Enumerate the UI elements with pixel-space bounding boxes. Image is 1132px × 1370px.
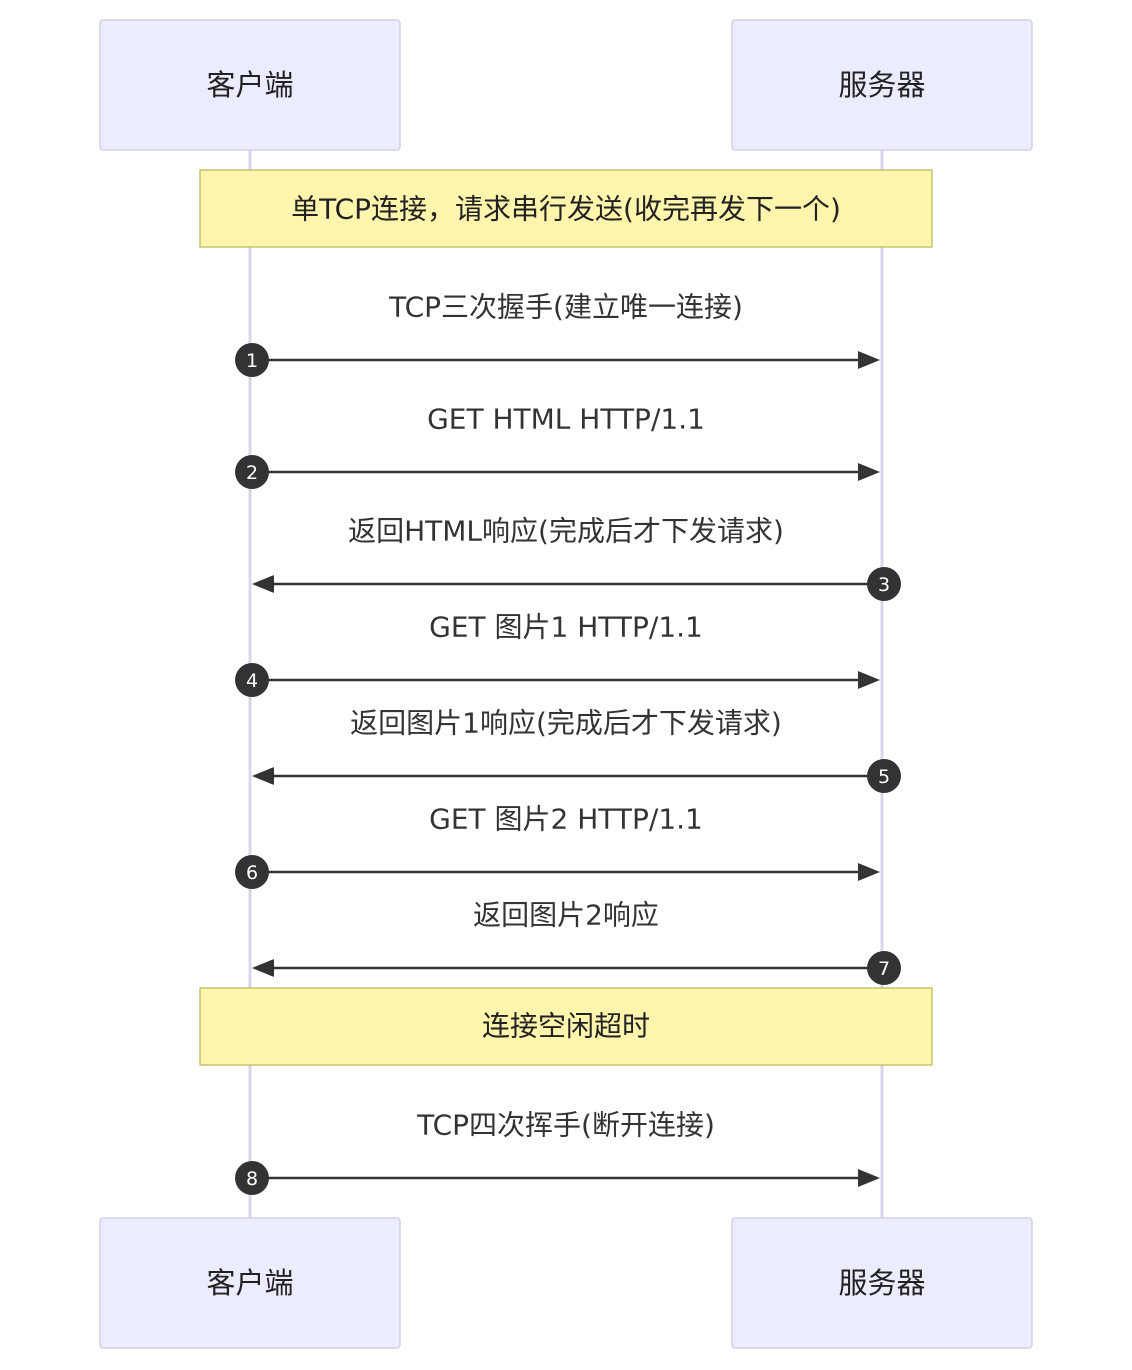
actor-server-top-label: 服务器	[838, 68, 925, 102]
actor-client-bottom-label: 客户端	[206, 1266, 293, 1300]
sequence-number-badge	[235, 855, 269, 889]
message-5: 返回图片1响应(完成后才下发请求) 5	[252, 707, 901, 793]
message-6: GET 图片2 HTTP/1.1 6	[235, 803, 880, 889]
sequence-number: 8	[246, 1168, 258, 1190]
actor-server-bottom-label: 服务器	[838, 1266, 925, 1300]
actor-server-bottom: 服务器	[731, 1217, 1033, 1349]
arrow-head-icon	[858, 1169, 880, 1187]
arrow-head-icon	[252, 959, 274, 977]
note-idle-timeout-text: 连接空闲超时	[482, 1010, 650, 1043]
sequence-number-badge	[867, 567, 901, 601]
message-label: GET 图片1 HTTP/1.1	[429, 611, 703, 644]
message-label: 返回HTML响应(完成后才下发请求)	[348, 515, 784, 548]
sequence-number-badge	[235, 343, 269, 377]
message-7: 返回图片2响应 7	[252, 899, 901, 985]
actor-client-top-label: 客户端	[206, 68, 293, 102]
sequence-number: 2	[246, 462, 258, 484]
actor-client-bottom: 客户端	[99, 1217, 401, 1349]
message-4: GET 图片1 HTTP/1.1 4	[235, 611, 880, 697]
message-label: 返回图片2响应	[473, 899, 659, 932]
message-3: 返回HTML响应(完成后才下发请求) 3	[252, 515, 901, 601]
sequence-number-badge	[235, 663, 269, 697]
sequence-number: 6	[246, 862, 258, 884]
note-serial-requests-text: 单TCP连接，请求串行发送(收完再发下一个)	[291, 193, 841, 226]
actor-client-top: 客户端	[99, 19, 401, 151]
arrow-head-icon	[858, 463, 880, 481]
sequence-number: 5	[878, 766, 890, 788]
message-8: TCP四次挥手(断开连接) 8	[235, 1109, 880, 1195]
arrow-head-icon	[858, 863, 880, 881]
sequence-number: 3	[878, 574, 890, 596]
sequence-number: 1	[246, 350, 258, 372]
sequence-number: 7	[878, 958, 890, 980]
message-label: GET 图片2 HTTP/1.1	[429, 803, 703, 836]
note-idle-timeout: 连接空闲超时	[199, 987, 933, 1066]
message-2: GET HTML HTTP/1.1 2	[235, 403, 880, 489]
message-label: TCP四次挥手(断开连接)	[416, 1109, 715, 1142]
actor-server-top: 服务器	[731, 19, 1033, 151]
sequence-number-badge	[235, 1161, 269, 1195]
message-label: 返回图片1响应(完成后才下发请求)	[350, 707, 782, 740]
arrow-head-icon	[252, 575, 274, 593]
message-1: TCP三次握手(建立唯一连接) 1	[235, 291, 880, 377]
sequence-number-badge	[867, 759, 901, 793]
sequence-number: 4	[246, 670, 258, 692]
arrow-head-icon	[252, 767, 274, 785]
sequence-number-badge	[867, 951, 901, 985]
arrow-head-icon	[858, 351, 880, 369]
message-label: TCP三次握手(建立唯一连接)	[388, 291, 743, 324]
arrow-head-icon	[858, 671, 880, 689]
sequence-number-badge	[235, 455, 269, 489]
note-serial-requests: 单TCP连接，请求串行发送(收完再发下一个)	[199, 169, 933, 248]
message-label: GET HTML HTTP/1.1	[427, 403, 705, 436]
